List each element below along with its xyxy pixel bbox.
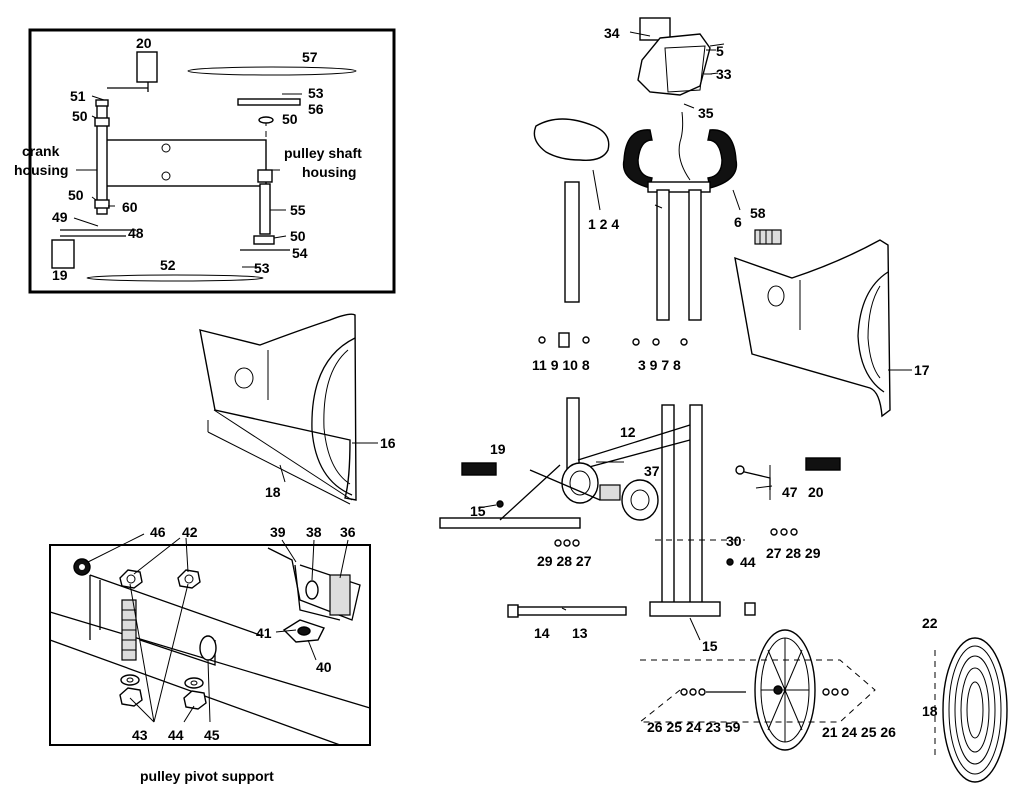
pulley-shaft [259, 183, 271, 235]
label-19-inset: 19 [52, 267, 68, 283]
label-35: 35 [698, 105, 714, 121]
label-42: 42 [182, 524, 198, 540]
label-20-main: 20 [808, 484, 824, 500]
console-bracket [637, 33, 711, 96]
label-34: 34 [604, 25, 620, 41]
label-6: 6 [734, 214, 742, 230]
label-33: 33 [716, 66, 732, 82]
label-50-a: 50 [72, 108, 88, 124]
handlebar-post-right [688, 189, 702, 321]
label-40: 40 [316, 659, 332, 675]
label-16: 16 [380, 435, 396, 451]
caption-crank-line1: crank [22, 143, 60, 159]
label-50-c: 50 [68, 187, 84, 203]
label-58: 58 [750, 205, 766, 221]
label-19-main: 19 [490, 441, 506, 457]
label-18-right: 18 [922, 703, 938, 719]
label-56: 56 [308, 101, 324, 117]
caption-crank-line2: housing [14, 162, 68, 178]
seat [533, 118, 610, 161]
pedal-19-inset [51, 239, 75, 269]
pulley-pivot-inset: 46 42 39 38 36 41 40 43 44 45 [49, 524, 371, 746]
label-55: 55 [290, 202, 306, 218]
label-18-left: 18 [265, 484, 281, 500]
label-60: 60 [122, 199, 138, 215]
handlebar-right-grip [707, 129, 738, 189]
label-38: 38 [306, 524, 322, 540]
label-22: 22 [922, 615, 938, 631]
label-27-28-29: 27 28 29 [766, 545, 821, 561]
label-14: 14 [534, 625, 550, 641]
label-54: 54 [292, 245, 308, 261]
label-5: 5 [716, 43, 724, 59]
label-47: 47 [782, 484, 798, 500]
drive-pulley [621, 479, 659, 521]
label-36: 36 [340, 524, 356, 540]
label-12: 12 [620, 424, 636, 440]
label-46: 46 [150, 524, 166, 540]
label-29-28-27: 29 28 27 [537, 553, 592, 569]
label-57: 57 [302, 49, 318, 65]
crank-pulley-inset: 20 57 51 53 56 50 50 50 60 49 48 55 50 5… [14, 28, 396, 294]
crank-handle [136, 51, 158, 83]
seat-post [564, 181, 580, 303]
pedal-20 [805, 457, 841, 471]
flywheel-pulley [561, 462, 599, 504]
label-11-9-10-8: 11 9 10 8 [532, 357, 590, 373]
label-1-2-4: 1 2 4 [588, 216, 619, 232]
label-48: 48 [128, 225, 144, 241]
label-26-25-24-23-59: 26 25 24 23 59 [647, 719, 741, 735]
label-20: 20 [136, 35, 152, 51]
label-39: 39 [270, 524, 286, 540]
handlebar-post-left [656, 189, 670, 321]
label-50-b: 50 [282, 111, 298, 127]
leader-lines [477, 43, 773, 641]
caption-pulley-pivot-support: pulley pivot support [140, 768, 274, 784]
label-50-d: 50 [290, 228, 306, 244]
label-53: 53 [308, 85, 324, 101]
console-display [639, 17, 671, 41]
label-52: 52 [160, 257, 176, 273]
fan-guard [942, 637, 1008, 783]
label-13: 13 [572, 625, 588, 641]
handlebar-left-grip [622, 129, 653, 189]
front-stabilizer [517, 606, 627, 616]
housing-block [97, 139, 267, 187]
label-53-b: 53 [254, 260, 270, 276]
main-upright [661, 404, 675, 611]
spring-58 [754, 229, 782, 245]
caption-pulley-line1: pulley shaft [284, 145, 362, 161]
label-21-24-25-26: 21 24 25 26 [822, 724, 896, 740]
drive-belt-52 [86, 274, 264, 282]
caption-pulley-line2: housing [302, 164, 356, 180]
label-37: 37 [644, 463, 660, 479]
label-45: 45 [204, 727, 220, 743]
label-15-a: 15 [470, 503, 486, 519]
label-44-main: 44 [740, 554, 756, 570]
label-43: 43 [132, 727, 148, 743]
label-41: 41 [256, 625, 272, 641]
pedal-19 [461, 462, 497, 476]
drive-belt-57 [187, 66, 357, 76]
label-15-b: 15 [702, 638, 718, 654]
label-44-inset: 44 [168, 727, 184, 743]
label-3-9-7-8: 3 9 7 8 [638, 357, 681, 373]
label-17: 17 [914, 362, 930, 378]
side-panel-right: 17 [734, 239, 930, 418]
side-panel-left: 16 18 [199, 313, 396, 505]
main-assembly [439, 17, 1008, 783]
label-49: 49 [52, 209, 68, 225]
label-30: 30 [726, 533, 742, 549]
label-51: 51 [70, 88, 86, 104]
rear-stabilizer [439, 517, 581, 529]
